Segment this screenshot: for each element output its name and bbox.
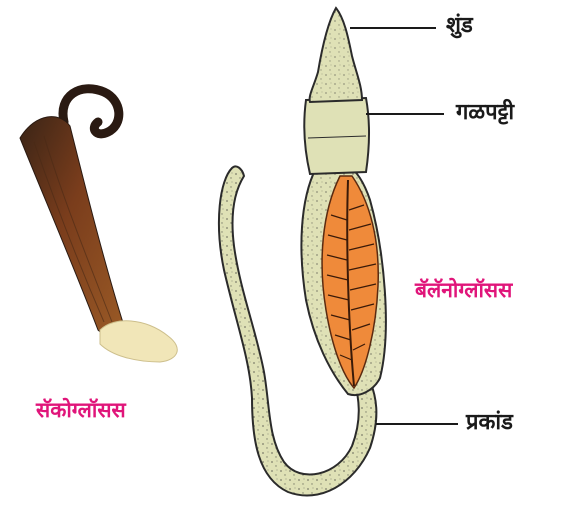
- collar-label: गळपट्टी: [456, 102, 514, 124]
- saccoglossus-tip: [100, 321, 177, 362]
- balanoglossus-label: बॅलॅनोग्लॉसस: [415, 280, 512, 301]
- balanoglossus-diagram: [219, 8, 386, 495]
- saccoglossus-label: सॅकोग्लॉसस: [36, 400, 126, 421]
- saccoglossus-curl: [63, 89, 119, 134]
- proboscis-label: शुंड: [446, 15, 473, 37]
- trunk-label: प्रकांड: [466, 412, 513, 434]
- balanoglossus-proboscis-speckle: [310, 8, 362, 102]
- saccoglossus-specimen: [20, 89, 177, 362]
- saccoglossus-body: [20, 117, 124, 335]
